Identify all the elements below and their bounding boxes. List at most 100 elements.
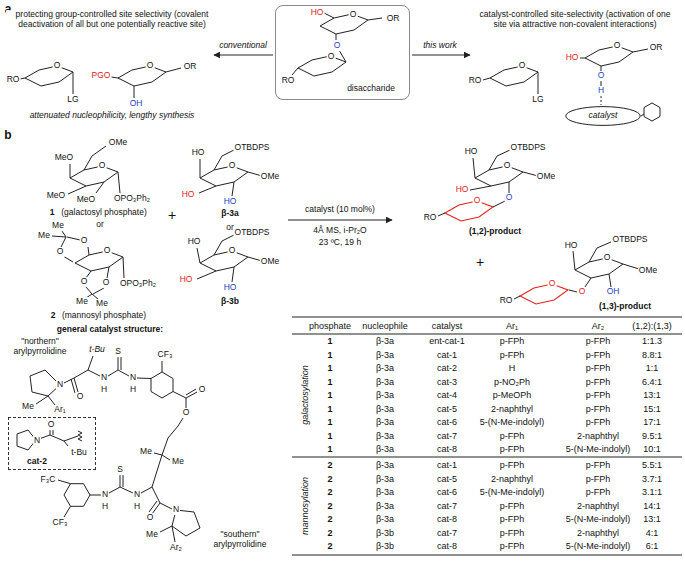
table-cell: 5-(N-Me-indolyl): [479, 417, 546, 427]
structure-label: HO: [187, 237, 202, 247]
sugar-ring: [490, 66, 538, 86]
table-cell: p-FPh: [499, 349, 526, 359]
node-text: O: [47, 420, 56, 430]
structure-label: Me: [75, 297, 89, 307]
table-cell: 5-(N-Me-indolyl): [479, 487, 546, 497]
structure-label: O: [56, 247, 65, 257]
structure-label: Me: [145, 530, 159, 540]
structure-label: H: [133, 502, 141, 512]
table-cell: 5-(N-Me-indolyl): [565, 444, 632, 454]
structure-label: F₃C: [40, 475, 57, 485]
structure-label: N: [133, 490, 141, 500]
table-cell: 14:1: [642, 500, 662, 510]
table-cell: β-3a: [375, 363, 395, 373]
table-cell: 1: [326, 336, 333, 346]
table-cell: cat-1: [436, 349, 458, 359]
structure-label: MeO: [76, 195, 96, 205]
table-cell: p-FPh: [585, 390, 612, 400]
donor-ring: [445, 201, 493, 221]
bond-lines: [52, 231, 124, 299]
table-cell: 2-naphthyl: [576, 430, 620, 440]
structure-label: protecting group-controlled site selecti…: [6, 10, 218, 30]
table-cell: cat-8: [436, 444, 458, 454]
table-cell: 1: [326, 349, 333, 359]
donor-rings: [445, 201, 568, 304]
table-cell: cat-7: [436, 527, 458, 537]
structure-label: OR: [183, 62, 198, 72]
table-cell: cat-5: [436, 403, 458, 413]
structure-label: OTBDPS: [612, 235, 649, 245]
table-cell: 6.4:1: [641, 376, 663, 386]
structure-label: OMe: [536, 172, 556, 182]
structure-label: OMe: [260, 257, 280, 267]
catalyst-skeleton: [30, 356, 197, 487]
table-cell: p-MeOPh: [492, 390, 533, 400]
table-cell: β-3a: [375, 473, 395, 483]
table-rule: [292, 317, 682, 555]
structure-label: OH: [129, 99, 144, 109]
table-header: Ar₁: [505, 321, 519, 331]
table-cell: 2-naphthyl: [576, 500, 620, 510]
structure-label: RO: [423, 213, 438, 223]
table-cell: β-3a: [375, 403, 395, 413]
table-cell: 2: [326, 473, 333, 483]
structure-label: HO: [455, 185, 470, 195]
structure-label: 1: [49, 208, 56, 218]
structure-label: Me: [21, 402, 35, 412]
structure-label: HO: [223, 197, 238, 207]
table-cell: β-3a: [375, 430, 395, 440]
structure-label: 4Å MS, i-Pr₂O: [312, 226, 367, 236]
table-cell: 2: [326, 460, 333, 470]
table-cell: 1: [326, 376, 333, 386]
table-cell: p-FPh: [499, 514, 526, 524]
catalyst-skeleton: [58, 475, 200, 542]
structure-label: HO: [564, 241, 579, 251]
table-cell: 1: [326, 444, 333, 454]
table-cell: 5-(N-Me-indolyl): [565, 541, 632, 551]
sugar-ring: [118, 66, 166, 86]
structure-label: O: [146, 513, 155, 523]
structure-label: O: [578, 287, 587, 297]
structure-label: +: [167, 207, 177, 223]
structure-label: RO: [6, 75, 21, 85]
table-cell: β-3b: [375, 527, 395, 537]
structure-label: "northern" arylpyrrolidine: [2, 337, 79, 357]
table-cell: 5-(N-Me-indolyl): [565, 514, 632, 524]
structure-label: 2: [50, 311, 57, 321]
structure-label: OH: [606, 287, 621, 297]
structure-label: O: [518, 61, 527, 71]
table-cell: 8.8:1: [641, 349, 663, 359]
bond-lines: [514, 242, 639, 299]
structure-label: LG: [531, 95, 544, 105]
structure-label: N: [56, 380, 64, 390]
table-cell: 1: [326, 417, 333, 427]
structure-label: O: [182, 408, 191, 418]
structure-label: OR: [649, 43, 664, 53]
table-cell: cat-4: [436, 390, 458, 400]
sugar-ring: [70, 166, 118, 186]
structure-label: O: [198, 385, 207, 395]
structure-label: Me: [139, 447, 153, 457]
row-group-label: mannosylation: [300, 476, 310, 536]
structure-label: or: [95, 220, 105, 230]
table-cell: 2-naphthyl: [490, 473, 534, 483]
structure-label: conventional: [218, 41, 268, 51]
sugar-ring: [75, 251, 123, 271]
table-header: Ar₂: [591, 321, 606, 331]
structure-label: OTBDPS: [510, 143, 547, 153]
structure-label: catalyst (10 mol%): [304, 205, 376, 215]
structure-label: CF₃: [52, 518, 69, 528]
table-cell: p-FPh: [499, 500, 526, 510]
structure-label: H: [100, 385, 108, 395]
structure-label: (1,2)-product: [468, 227, 522, 237]
table-cell: β-3a: [375, 500, 395, 510]
structure-label: O: [603, 253, 612, 263]
node-text: cat-2: [26, 457, 48, 467]
table-cell: 1: [326, 390, 333, 400]
table-cell: p-FPh: [585, 376, 612, 386]
table-header: (1,2):(1,3): [631, 321, 673, 331]
table-cell: p-FPh: [499, 527, 526, 537]
node-text: catalyst: [588, 111, 619, 121]
structure-label: H: [101, 502, 109, 512]
table-header: phosphate: [308, 321, 352, 331]
